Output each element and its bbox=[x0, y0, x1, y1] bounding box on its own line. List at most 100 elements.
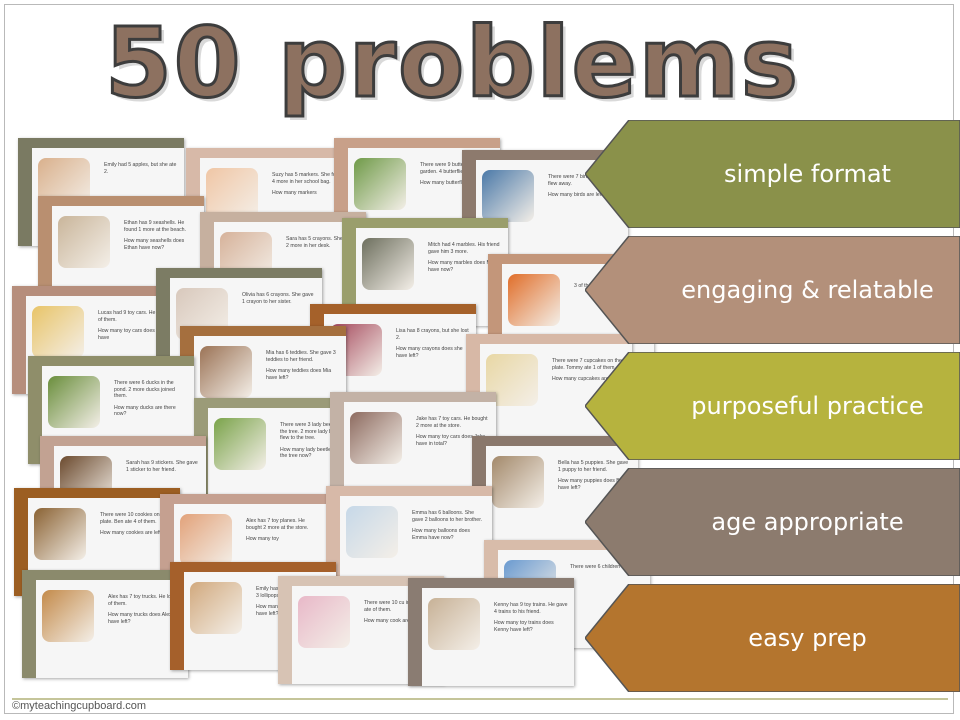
card-line: How many ducks are there now? bbox=[114, 404, 176, 418]
card-text: There were 9 butterflies in the garden. … bbox=[420, 162, 494, 192]
card-line: 3 of them. bbox=[574, 283, 598, 289]
card-line: How many cook are left? bbox=[364, 618, 422, 624]
card-line: Mia has 6 teddies. She gave 3 teddies to… bbox=[266, 350, 336, 363]
feature-label: engaging & relatable bbox=[681, 276, 934, 304]
card-photo bbox=[34, 508, 86, 560]
feature-label: purposeful practice bbox=[691, 392, 924, 420]
card-line: How many toy cars does Lucas have bbox=[98, 328, 171, 341]
card-line: How many butterflies are left? bbox=[420, 180, 489, 186]
card-photo bbox=[428, 598, 480, 650]
task-card: Alex has 7 toy trucks. He lost 3 of them… bbox=[22, 570, 188, 678]
task-card: Jake has 7 toy cars. He bought 2 more at… bbox=[330, 392, 496, 500]
card-line: Kenny has 9 toy trains. He gave 4 trains… bbox=[494, 602, 568, 615]
card-text: Suzy has 5 markers. She found 4 more in … bbox=[272, 172, 346, 202]
card-line: How many lady beetles are on the tree no… bbox=[280, 446, 350, 460]
card-text: Jake has 7 toy cars. He bought 2 more at… bbox=[416, 416, 490, 452]
feature-arrow: age appropriate bbox=[585, 468, 960, 576]
card-text: Sara has 5 crayons. She found 2 more in … bbox=[286, 236, 360, 254]
card-line: Emma has 6 balloons. She gave 2 balloons… bbox=[412, 510, 483, 523]
card-photo bbox=[190, 582, 242, 634]
bottom-rule bbox=[12, 698, 948, 700]
card-line: There were 7 cupcakes on the plate. Tomm… bbox=[552, 358, 622, 371]
card-line: There were 6 children bbox=[570, 564, 621, 570]
card-line: There were 7 birds in the tree. 3 flew a… bbox=[548, 174, 622, 187]
card-photo bbox=[32, 306, 84, 358]
card-photo bbox=[354, 158, 406, 210]
page-title: 50 problems bbox=[104, 7, 800, 120]
card-line: Lucas had 9 toy cars. He lost 2 of them. bbox=[98, 310, 170, 323]
card-line: How many marbles does Mitch have now? bbox=[428, 260, 499, 273]
feature-arrow: engaging & relatable bbox=[585, 236, 960, 344]
card-line: Alex has 7 toy planes. He bought 2 more … bbox=[246, 518, 309, 531]
card-line: Suzy has 5 markers. She found 4 more in … bbox=[272, 172, 345, 185]
card-line: Lisa has 8 crayons, but she lost 2. bbox=[396, 328, 469, 341]
card-line: How many seashells does Ethan have now? bbox=[124, 238, 185, 251]
card-line: Sara has 5 crayons. She found 2 more in … bbox=[286, 236, 358, 249]
card-photo bbox=[492, 456, 544, 508]
card-text: Bella has 5 puppies. She gave 1 puppy to… bbox=[558, 460, 632, 496]
card-photo bbox=[42, 590, 94, 642]
card-photo bbox=[298, 596, 350, 648]
card-text: Ethan has 9 seashells. He found 1 more a… bbox=[124, 220, 198, 256]
card-text: Olivia has 6 crayons. She gave 1 crayon … bbox=[242, 292, 316, 310]
card-text: There were 3 lady beetles on the tree. 2… bbox=[280, 422, 354, 465]
card-text: There were 10 cookies on the plate. Ben … bbox=[100, 512, 174, 542]
card-line: How many balloons does Emma have now? bbox=[412, 528, 470, 541]
card-photo bbox=[180, 514, 232, 566]
feature-arrow: easy prep bbox=[585, 584, 960, 692]
card-photo bbox=[200, 346, 252, 398]
feature-label: age appropriate bbox=[711, 508, 904, 536]
card-line: How many teddies does Mia have left? bbox=[266, 368, 332, 381]
card-photo bbox=[214, 418, 266, 470]
card-line: How many cupcakes are left? bbox=[552, 376, 621, 382]
card-line: Sarah has 9 stickers. She gave 1 sticker… bbox=[126, 460, 198, 473]
card-line: Emily had 5 apples, but she ate 2. bbox=[104, 162, 177, 175]
card-text: 3 of them. bbox=[574, 278, 648, 295]
card-line: There were 10 cookies on the plate. Ben … bbox=[100, 512, 169, 525]
card-photo bbox=[350, 412, 402, 464]
card-line: Bella has 5 puppies. She gave 1 puppy to… bbox=[558, 460, 629, 473]
card-photo bbox=[48, 376, 100, 428]
card-line: Olivia has 6 crayons. She gave 1 crayon … bbox=[242, 292, 314, 305]
card-line: How many markers bbox=[272, 190, 317, 196]
card-photo bbox=[508, 274, 560, 326]
card-line: Alex has 7 toy trucks. He lost 3 of them… bbox=[108, 594, 180, 607]
card-photo bbox=[206, 168, 258, 220]
arrow-shape bbox=[585, 352, 960, 460]
card-text: Sarah has 9 stickers. She gave 1 sticker… bbox=[126, 460, 200, 478]
card-text: Emily had 5 apples, but she ate 2. bbox=[104, 162, 178, 180]
feature-label: easy prep bbox=[748, 624, 867, 652]
card-text: Alex has 7 toy trucks. He lost 3 of them… bbox=[108, 594, 182, 630]
card-text: Mia has 6 teddies. She gave 3 teddies to… bbox=[266, 350, 340, 386]
card-text: There were 6 children bbox=[570, 564, 644, 576]
arrow-shape bbox=[585, 468, 960, 576]
card-photo bbox=[346, 506, 398, 558]
card-line: How many toy bbox=[246, 536, 279, 542]
card-text: There were 6 ducks in the pond. 2 more d… bbox=[114, 380, 188, 423]
card-line: How many crayons does she have left? bbox=[396, 346, 463, 359]
arrow-shape bbox=[585, 236, 960, 344]
card-line: How many puppies does Bella have left? bbox=[558, 478, 628, 491]
card-line: Ethan has 9 seashells. He found 1 more a… bbox=[124, 220, 187, 233]
feature-arrow: simple format bbox=[585, 120, 960, 228]
card-line: How many cookies are left? bbox=[100, 530, 164, 536]
card-text: There were 7 cupcakes on the plate. Tomm… bbox=[552, 358, 626, 388]
card-text: Mitch had 4 marbles. His friend gave him… bbox=[428, 242, 502, 278]
copyright-text: ©myteachingcupboard.com bbox=[12, 700, 147, 712]
card-text: Lisa has 8 crayons, but she lost 2. How m… bbox=[396, 328, 470, 364]
card-text: Kenny has 9 toy trains. He gave 4 trains… bbox=[494, 602, 568, 638]
arrow-shape bbox=[585, 584, 960, 692]
feature-arrow: purposeful practice bbox=[585, 352, 960, 460]
card-text: Alex has 7 toy planes. He bought 2 more … bbox=[246, 518, 320, 548]
card-text: There were 7 birds in the tree. 3 flew a… bbox=[548, 174, 622, 204]
card-line: How many trucks does Alex have left? bbox=[108, 612, 172, 625]
card-line: Mitch had 4 marbles. His friend gave him… bbox=[428, 242, 500, 255]
card-text: Lucas had 9 toy cars. He lost 2 of them.… bbox=[98, 310, 172, 346]
card-line: There were 9 butterflies in the garden. … bbox=[420, 162, 492, 175]
card-text: There were 10 cu in the jar. Tim ate of … bbox=[364, 600, 438, 630]
card-photo bbox=[362, 238, 414, 290]
card-line: There were 3 lady beetles on the tree. 2… bbox=[280, 422, 347, 441]
card-photo bbox=[482, 170, 534, 222]
card-line: How many toy trains does Kenny have left… bbox=[494, 620, 554, 633]
